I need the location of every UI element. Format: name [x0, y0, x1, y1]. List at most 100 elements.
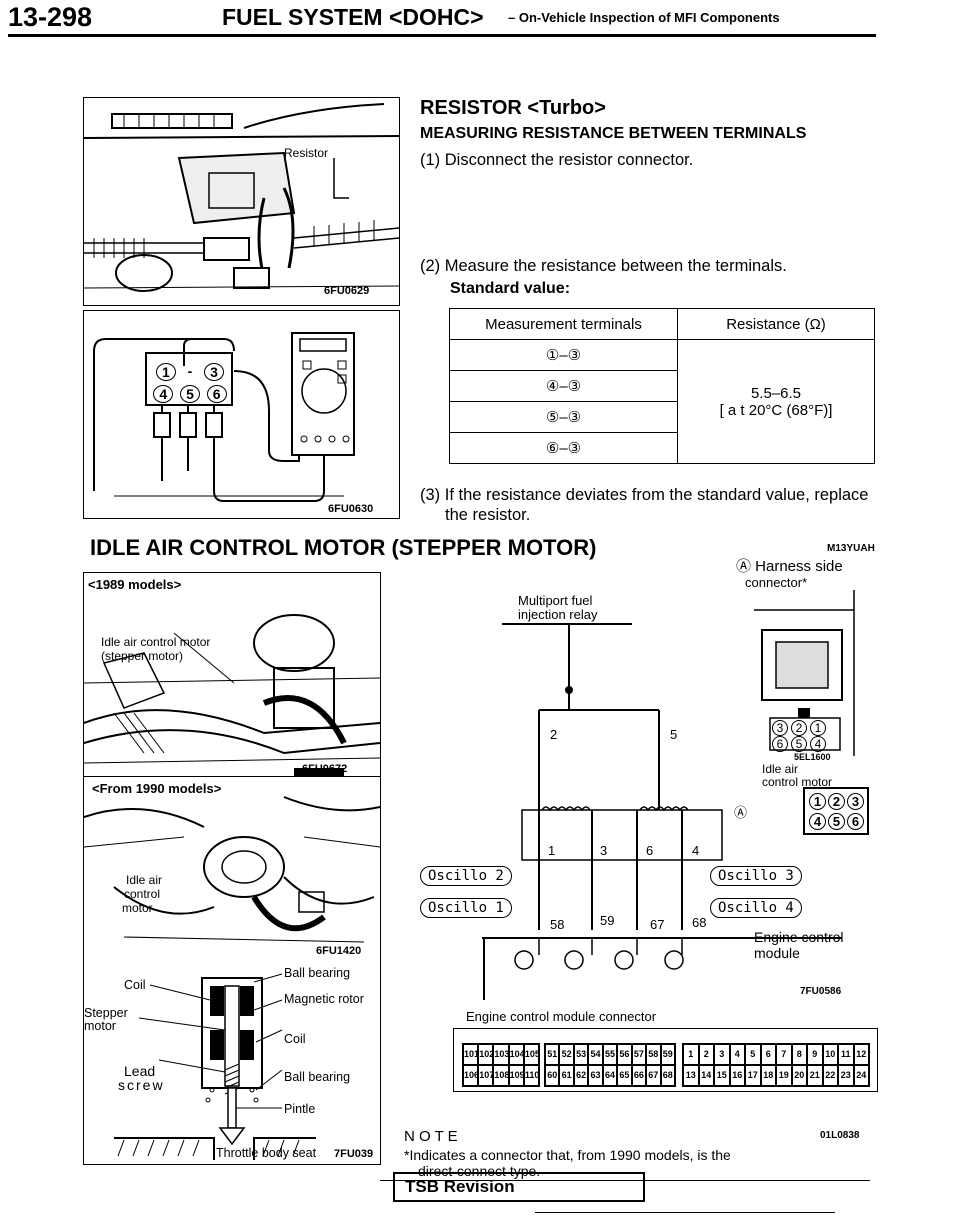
relay-label-2: injection relay	[518, 607, 598, 622]
table-header-resistance: Resistance (Ω)	[677, 308, 875, 340]
note-rule	[380, 1180, 870, 1181]
ecm-pin-cell: 22	[822, 1065, 838, 1086]
table-row-terminal: ①–③	[449, 339, 678, 371]
standard-value-label: Standard value:	[450, 280, 571, 297]
ecm-pin-cell: 21	[807, 1065, 823, 1086]
resistor-step-3: (3) If the resistance deviates from the …	[420, 486, 869, 504]
note-title: N O T E	[404, 1128, 458, 1145]
harness-pins-top: 3 2 1	[772, 720, 826, 736]
ecm-pin-cell: 3	[714, 1044, 730, 1065]
ecm-pin-cell: 23	[838, 1065, 854, 1086]
label-coil-right: Coil	[284, 1032, 306, 1046]
harness-pins-bottom: 6 5 4	[772, 736, 826, 752]
ecm-pin-cell: 18	[760, 1065, 776, 1086]
photo-1990-part-label-1: Idle air	[126, 873, 163, 887]
idle-pin: 5	[828, 813, 845, 830]
iac-photo-1990: <From 1990 models> Idle air control moto…	[83, 776, 381, 962]
ecm-pin-cell: 16	[729, 1065, 745, 1086]
pin-1: 1	[155, 363, 176, 381]
ecm-pin-cell: 68	[660, 1065, 675, 1086]
harness-pin: 1	[810, 720, 826, 736]
pin-6: 6	[206, 385, 227, 403]
idle-marker: Ⓐ	[734, 805, 748, 820]
figure-code-7fu039: 7FU039	[334, 1148, 374, 1160]
resistor-photo-illustration	[83, 103, 400, 292]
ecm-pin-cell: 103	[493, 1044, 509, 1065]
ecm-label-1: Engine control	[754, 929, 844, 945]
ecm-pin-cell: 59	[660, 1044, 675, 1065]
idle-pin: 1	[809, 793, 826, 810]
label-stepper-motor-2: motor	[84, 1019, 116, 1033]
idle-pin: 4	[809, 813, 826, 830]
ecm-pin-cell: 8	[791, 1044, 807, 1065]
label-lead-screw-1: Lead	[124, 1063, 156, 1079]
ecm-pin-cell: 52	[559, 1044, 574, 1065]
ecm-pin-cell: 107	[478, 1065, 494, 1086]
iac-section-title: IDLE AIR CONTROL MOTOR (STEPPER MOTOR)	[90, 535, 597, 560]
photo-1989-models-label: <1989 models>	[88, 577, 182, 592]
ecm-pin-cell: 5	[745, 1044, 761, 1065]
ecm-pin-cell: 12	[853, 1044, 869, 1065]
table-row-terminal: ⑥–③	[449, 432, 678, 464]
iac-circuit-diagram: Multiport fuel injection relay Ⓐ Harness…	[392, 558, 876, 1000]
oscillo-4-label: Oscillo 4	[710, 898, 802, 918]
harness-pin: 3	[772, 720, 788, 736]
page-number: 13-298	[8, 2, 93, 32]
ecm-pin-cell: 6	[760, 1044, 776, 1065]
figure-code-6fu0629: 6FU0629	[324, 285, 370, 297]
ecm-pin-cell: 109	[508, 1065, 524, 1086]
motor-pin: 4	[692, 843, 700, 858]
harness-label-1: Ⓐ Harness side	[736, 558, 843, 575]
harness-code: 5EL1600	[794, 752, 831, 762]
ecm-pin-cell: 67	[646, 1065, 661, 1086]
ecm-pin-cell: 56	[617, 1044, 632, 1065]
tsb-revision-box: TSB Revision	[393, 1172, 645, 1202]
table-header-terminals: Measurement terminals	[449, 308, 678, 340]
ecm-pin: 68	[692, 915, 707, 930]
ecm-pin-cell: 10	[822, 1044, 838, 1065]
stepper-cutaway-illustration	[114, 973, 316, 1160]
ecm-pin-cell: 101	[463, 1044, 479, 1065]
stepper-motor-cutaway: Ball bearing Coil Magnetic rotor Stepper…	[83, 960, 381, 1165]
pin-3: 3	[204, 363, 225, 381]
ecm-pin-cell: 11	[838, 1044, 854, 1065]
relay-label-1: Multiport fuel	[518, 593, 593, 608]
oscillo-1-label: Oscillo 1	[420, 898, 512, 918]
ohmmeter-figure: 1 - 3 4 5 6 6FU0630	[83, 310, 400, 519]
idle-motor-label-1: Idle air	[762, 762, 799, 776]
resistor-subtitle: MEASURING RESISTANCE BETWEEN TERMINALS	[420, 125, 807, 142]
table-cell-resistance: 5.5–6.5 [ a t 20°C (68°F)]	[677, 339, 875, 464]
table-row-terminal: ⑤–③	[449, 401, 678, 433]
ecm-pin-cell: 61	[559, 1065, 574, 1086]
ecm-pin: 59	[600, 913, 615, 928]
harness-pin: 6	[772, 736, 788, 752]
ecm-pin-cell: 13	[683, 1065, 699, 1086]
ecm-pin-cell: 15	[714, 1065, 730, 1086]
label-ball-bearing-bottom: Ball bearing	[284, 1070, 351, 1084]
motor-pin: 3	[600, 843, 608, 858]
ecm-pin-cell: 53	[573, 1044, 589, 1065]
resistor-step-3-cont: the resistor.	[445, 506, 531, 524]
figure-code-6fu0630: 6FU0630	[328, 503, 374, 515]
photo-1989-part-label-2: (stepper motor)	[101, 649, 184, 663]
pin-dash: -	[187, 363, 193, 379]
harness-pin: 5	[791, 736, 807, 752]
ecm-pin-cell: 104	[508, 1044, 524, 1065]
figure-code-7fu0586: 7FU0586	[800, 986, 842, 997]
label-stepper-motor-1: Stepper	[84, 1006, 128, 1020]
figure-code-6fu0672: 6FU0672	[302, 763, 348, 775]
ecm-pin-cell: 106	[463, 1065, 479, 1086]
resistor-label: Resistor	[284, 146, 329, 160]
label-lead-screw-2: screw	[118, 1077, 165, 1093]
idle-pin: 6	[847, 813, 864, 830]
ecm-pin-cell: 51	[545, 1044, 560, 1065]
ecm-pin-cell: 62	[573, 1065, 589, 1086]
ecm-pin-cell: 102	[478, 1044, 494, 1065]
ecm-pin-cell: 19	[776, 1065, 792, 1086]
ecm-pin-cell: 105	[523, 1044, 540, 1065]
iac-photo-1989-illustration	[83, 614, 381, 777]
ohmmeter-illustration	[93, 332, 355, 502]
